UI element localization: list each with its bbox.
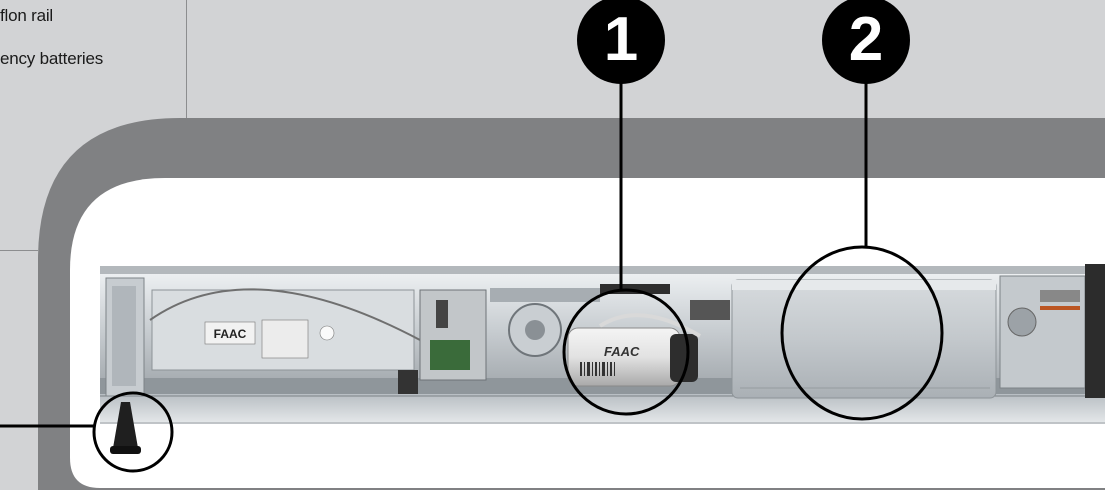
callout-ring-2 (780, 82, 944, 421)
profile-top-edge (100, 266, 1105, 274)
battery-cover (731, 279, 997, 399)
vertical-divider (186, 0, 187, 118)
feature-teflon-rail: flon rail (0, 6, 54, 25)
callout-badge-2: 2 (822, 0, 910, 84)
toothed-belt (690, 300, 730, 320)
callout-ring-1 (562, 82, 690, 416)
callout-ring-foot (0, 391, 174, 473)
svg-text:FAAC: FAAC (604, 344, 640, 359)
callout-badge-1: 1 (577, 0, 665, 84)
brand-label-left: FAAC (214, 327, 247, 341)
brand-label-motor: FAAC (604, 344, 640, 359)
horizontal-divider (0, 250, 38, 251)
feature-emergency-batteries: ency batteries (0, 49, 104, 68)
rubber-stop (113, 402, 138, 448)
svg-text:FAAC: FAAC (214, 327, 247, 341)
